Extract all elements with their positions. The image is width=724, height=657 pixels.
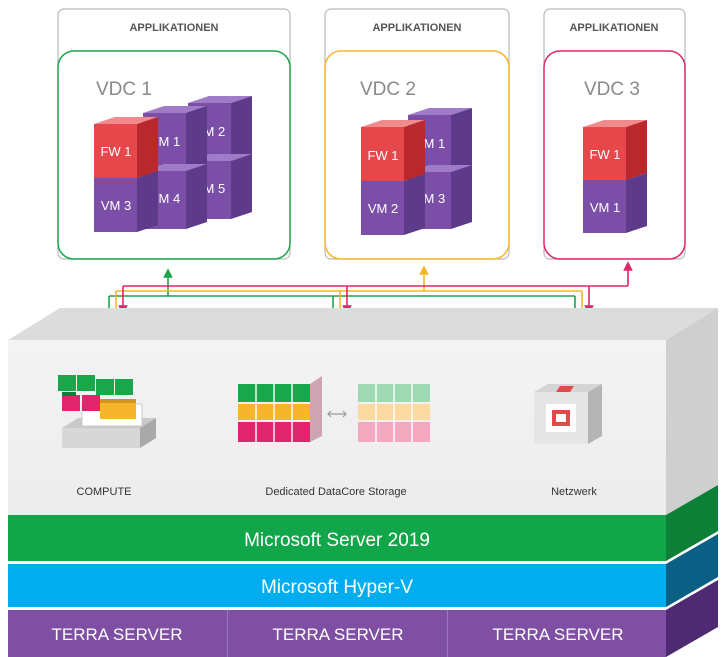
vm-cube: VM 3 (94, 171, 158, 232)
network-label: Netzwerk (551, 486, 597, 498)
storage-icon (238, 376, 322, 442)
applications-header: APPLIKATIONEN (372, 22, 461, 34)
storage-label: Dedicated DataCore Storage (265, 486, 406, 498)
hypervisor-label: Microsoft Hyper-V (261, 577, 413, 598)
cube-label: VM 2 (368, 201, 398, 216)
vm-cube: VM 1 (583, 173, 647, 233)
server-hardware-layer: TERRA SERVER TERRA SERVER TERRA SERVER (8, 580, 718, 657)
firewall-cube: FW 1 (361, 120, 425, 181)
yellow-connection (111, 265, 587, 319)
terra-server-label: TERRA SERVER (492, 625, 623, 644)
cube-label: FW 1 (367, 148, 398, 163)
vdc-title: VDC 1 (96, 79, 152, 100)
terra-server-block: TERRA SERVER (448, 610, 666, 657)
storage-replica-icon (358, 384, 430, 442)
terra-server-block: TERRA SERVER (8, 610, 227, 657)
terra-server-label: TERRA SERVER (272, 625, 403, 644)
compute-icon (58, 375, 156, 448)
compute-label: COMPUTE (77, 486, 132, 498)
server-os-label: Microsoft Server 2019 (244, 530, 430, 551)
applications-header: APPLIKATIONEN (129, 22, 218, 34)
vm-cube: VM 2 (361, 174, 425, 235)
network-connections (104, 261, 633, 323)
vdc-2-group: APPLIKATIONEN VDC 2 VM 1 VM 3 FW 1 VM 2 (324, 8, 510, 260)
server-os-layer: Microsoft Server 2019 (8, 485, 718, 561)
vdc-3-group: APPLIKATIONEN VDC 3 FW 1 VM 1 (543, 8, 686, 260)
vdc-title: VDC 2 (360, 79, 416, 100)
cube-label: VM 1 (590, 200, 620, 215)
hypervisor-layer: Microsoft Hyper-V (8, 534, 718, 607)
network-icon (534, 384, 602, 444)
double-arrow-icon (327, 410, 347, 418)
firewall-cube: FW 1 (583, 120, 647, 180)
terra-server-block: TERRA SERVER (228, 610, 447, 657)
vdc-title: VDC 3 (584, 79, 640, 100)
vdc-1-group: APPLIKATIONEN VDC 1 VM 2 VM 5 VM 1 VM 4 (57, 8, 291, 260)
applications-header: APPLIKATIONEN (569, 22, 658, 34)
cube-label: FW 1 (589, 147, 620, 162)
cube-label: VM 3 (101, 198, 131, 213)
cube-label: FW 1 (100, 144, 131, 159)
terra-server-label: TERRA SERVER (51, 625, 182, 644)
firewall-cube: FW 1 (94, 117, 158, 178)
pink-connection (118, 261, 633, 315)
